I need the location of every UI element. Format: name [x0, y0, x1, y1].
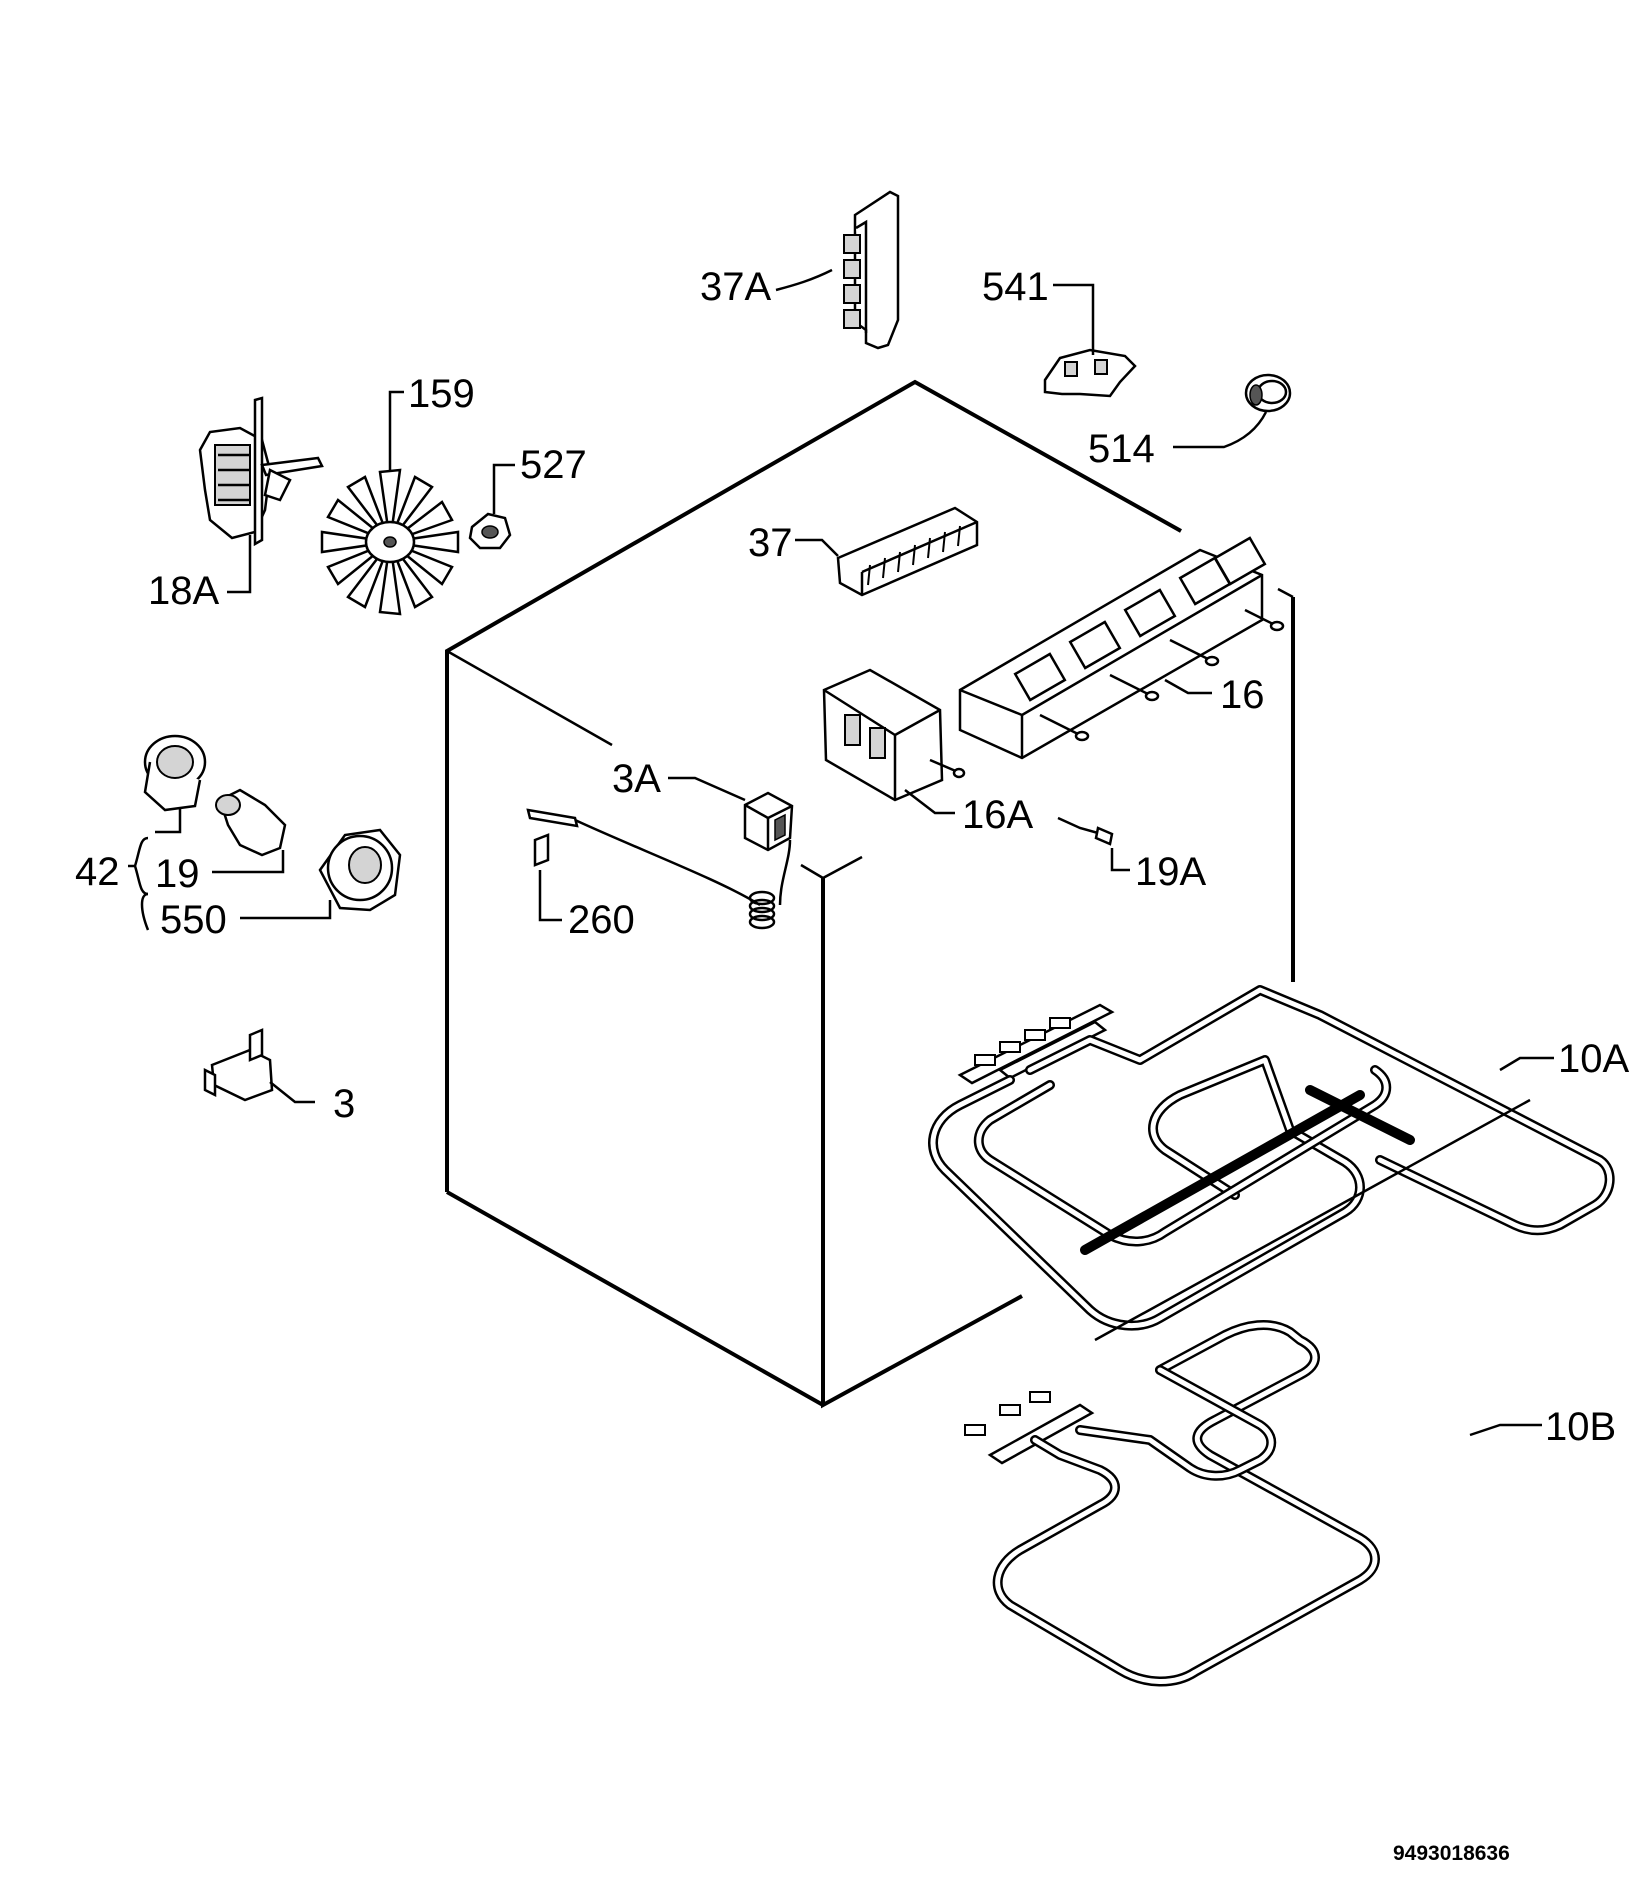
label-19a: 19A: [1135, 850, 1206, 894]
connector-541: [1043, 283, 1137, 398]
label-159: 159: [408, 372, 475, 416]
label-16a: 16A: [962, 793, 1033, 837]
oven-cavity-box: [445, 379, 1295, 1409]
lamp-cover-550: [240, 828, 402, 920]
bulb-19: [212, 788, 287, 874]
grill-element-10a: [928, 985, 1615, 1342]
fan-blade-159: [320, 390, 460, 616]
label-16: 16: [1220, 673, 1265, 717]
thermal-cutout-3: [203, 1028, 315, 1104]
label-10a: 10A: [1558, 1037, 1629, 1081]
label-37a: 37A: [700, 265, 771, 309]
bottom-element-10b: [964, 1320, 1542, 1687]
label-541: 541: [982, 265, 1049, 309]
label-10b: 10B: [1545, 1405, 1616, 1449]
label-3: 3: [333, 1082, 355, 1126]
document-number: 9493018636: [1393, 1842, 1510, 1865]
label-18a: 18A: [148, 569, 219, 613]
label-260: 260: [568, 898, 635, 942]
probe-260: [526, 808, 579, 922]
label-37: 37: [748, 521, 793, 565]
terminal-strip-37a: [775, 190, 900, 350]
label-550: 550: [160, 898, 227, 942]
connector-19a: [1057, 816, 1130, 872]
label-3a: 3A: [612, 757, 661, 801]
nut-527: [468, 463, 515, 550]
switch-assembly-16: [958, 536, 1285, 760]
fan-motor-18a: [198, 396, 324, 594]
bracket-42: [128, 836, 150, 931]
label-514: 514: [1088, 427, 1155, 471]
label-527: 527: [520, 443, 587, 487]
label-19: 19: [155, 852, 200, 896]
terminal-block-37: [795, 506, 979, 597]
selector-switch-16a: [822, 668, 966, 815]
lamp-holder-42: [143, 734, 207, 834]
thermostat-3a: [574, 776, 794, 930]
label-42: 42: [75, 850, 120, 894]
grommet-514: [1173, 373, 1292, 449]
